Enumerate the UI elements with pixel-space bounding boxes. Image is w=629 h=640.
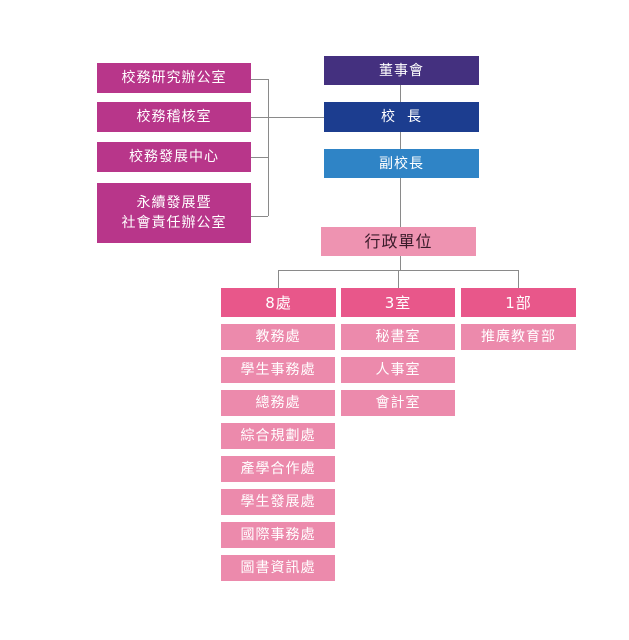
- group-1-title: 1部: [505, 293, 532, 312]
- connector-branch-8: [278, 270, 279, 288]
- group-3-item: 會計室: [341, 390, 455, 416]
- group-3-item: 人事室: [341, 357, 455, 383]
- group-1-item: 推廣教育部: [461, 324, 576, 350]
- connector-sustainability: [251, 216, 268, 217]
- group-8-item: 學生事務處: [221, 357, 335, 383]
- connector-branch-1: [518, 270, 519, 288]
- item-label: 學生事務處: [240, 362, 316, 378]
- group-1-header: 1部: [461, 288, 576, 317]
- item-label: 總務處: [255, 395, 301, 411]
- item-label: 產學合作處: [240, 461, 316, 477]
- connector-research: [251, 79, 268, 80]
- item-label: 會計室: [375, 395, 421, 411]
- group-3-item: 秘書室: [341, 324, 455, 350]
- group-8-item: 圖書資訊處: [221, 555, 335, 581]
- item-label: 國際事務處: [240, 527, 316, 543]
- group-8-item: 產學合作處: [221, 456, 335, 482]
- group-8-item: 國際事務處: [221, 522, 335, 548]
- office-development: 校務發展中心: [97, 142, 251, 172]
- group-8-title: 8處: [265, 293, 292, 312]
- admin-units-box: 行政單位: [321, 227, 476, 256]
- connector-left-spine: [268, 79, 269, 216]
- vice-president-label: 副校長: [379, 155, 424, 172]
- group-3-header: 3室: [341, 288, 455, 317]
- item-label: 學生發展處: [240, 494, 316, 510]
- office-research: 校務研究辦公室: [97, 63, 251, 93]
- item-label: 圖書資訊處: [240, 560, 316, 576]
- item-label: 教務處: [255, 329, 301, 345]
- connector-branch-3: [398, 270, 399, 288]
- office-sustainability: 永續發展暨 社會責任辦公室: [97, 183, 251, 243]
- president-box: 校 長: [324, 102, 479, 132]
- item-label: 人事室: [375, 362, 421, 378]
- group-8-item: 綜合規劃處: [221, 423, 335, 449]
- group-8-header: 8處: [221, 288, 336, 317]
- office-audit-label: 校務稽核室: [136, 109, 212, 125]
- president-label: 校 長: [381, 109, 422, 125]
- item-label: 綜合規劃處: [240, 428, 316, 444]
- office-audit: 校務稽核室: [97, 102, 251, 132]
- admin-units-label: 行政單位: [364, 231, 433, 251]
- group-8-item: 學生發展處: [221, 489, 335, 515]
- board-box: 董事會: [324, 56, 479, 85]
- connector-development: [251, 157, 268, 158]
- office-sustainability-line1: 永續發展暨: [136, 195, 212, 211]
- group-3-title: 3室: [384, 293, 412, 312]
- vice-president-box: 副校長: [324, 149, 479, 178]
- office-development-label: 校務發展中心: [129, 149, 219, 165]
- board-label: 董事會: [379, 62, 424, 79]
- item-label: 推廣教育部: [481, 329, 556, 345]
- office-sustainability-line2: 社會責任辦公室: [121, 215, 227, 231]
- office-research-label: 校務研究辦公室: [121, 70, 227, 86]
- group-8-item: 總務處: [221, 390, 335, 416]
- item-label: 秘書室: [375, 329, 421, 345]
- connector-audit: [251, 117, 325, 118]
- group-8-item: 教務處: [221, 324, 335, 350]
